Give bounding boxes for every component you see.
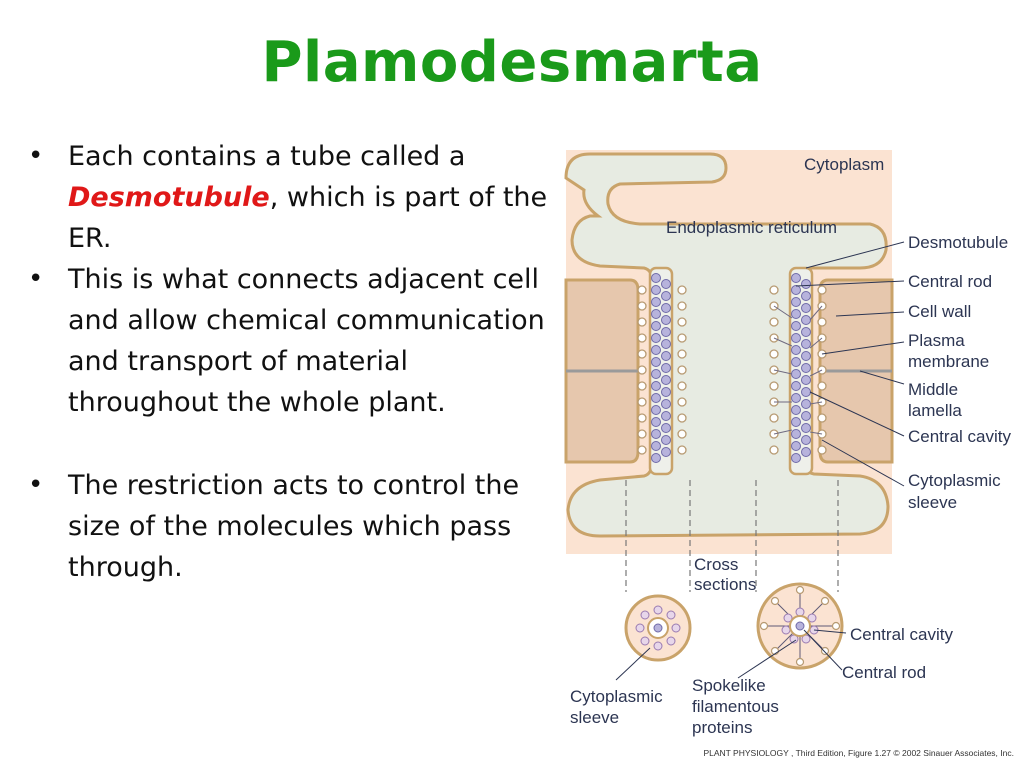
- cross-sections-label-2: sections: [694, 575, 756, 594]
- cross-sections-label-1: Cross: [694, 555, 738, 574]
- bullet-item-desmotubule: Each contains a tube called a Desmotubul…: [28, 136, 548, 259]
- central-cavity-label: Central cavity: [908, 427, 1011, 446]
- label-pointer-lines: [795, 241, 905, 487]
- cross-section-wide: [756, 582, 844, 670]
- spoke-filaments: [773, 305, 823, 435]
- projection-dashes: [625, 480, 839, 592]
- spokelike-label-2: filamentous: [692, 697, 779, 716]
- particles-right: [791, 273, 811, 463]
- particle-columns: [651, 273, 811, 463]
- central-rod-label: Central rod: [908, 272, 992, 291]
- bullet-item-restriction: The restriction acts to control the size…: [28, 465, 548, 588]
- bullet-text: , which is part of the ER.: [68, 182, 548, 254]
- cross-sleeve-label-1: Cytoplasmic: [570, 687, 663, 706]
- plasma-membrane-label-1: Plasma: [908, 331, 965, 350]
- plasma-membrane-beads: [637, 285, 827, 455]
- desmotubule-label: Desmotubule: [908, 233, 1008, 252]
- figure-credit: PLANT PHYSIOLOGY , Third Edition, Figure…: [703, 748, 1014, 758]
- bullet-text: The restriction acts to control the size…: [68, 470, 520, 583]
- plasma-membrane-label-2: membrane: [908, 352, 989, 371]
- particles-left: [651, 273, 671, 463]
- cytoplasmic-sleeve-label-1: Cytoplasmic: [908, 471, 1001, 490]
- bullet-text: Each contains a tube called a: [68, 141, 466, 172]
- cell-wall-label: Cell wall: [908, 302, 971, 321]
- cross-sleeve-label-2: sleeve: [570, 708, 619, 727]
- bullet-list: Each contains a tube called a Desmotubul…: [28, 136, 548, 588]
- cross-central-cavity-label: Central cavity: [850, 625, 953, 644]
- endoplasmic-reticulum: [564, 152, 890, 538]
- middle-lamella-label-1: Middle: [908, 380, 958, 399]
- plasmodesmata-diagram: Cytoplasm Endoplasmic reticulum Desmotub…: [564, 150, 1014, 758]
- slide-title: Plamodesmarta: [261, 30, 763, 95]
- cross-section-pointers: [615, 629, 847, 681]
- cross-section-narrow: [624, 594, 692, 662]
- cytoplasm-label: Cytoplasm: [804, 155, 884, 174]
- bullet-item-connects: This is what connects adjacent cell and …: [28, 259, 548, 423]
- spokelike-label-3: proteins: [692, 718, 752, 737]
- middle-lamella-label-2: lamella: [908, 401, 962, 420]
- bullet-text: This is what connects adjacent cell and …: [68, 264, 545, 418]
- cross-central-rod-label: Central rod: [842, 663, 926, 682]
- cytoplasmic-sleeve-label-2: sleeve: [908, 493, 957, 512]
- spokelike-label-1: Spokelike: [692, 676, 766, 695]
- er-label: Endoplasmic reticulum: [666, 218, 837, 237]
- desmotubule-term: Desmotubule: [68, 182, 270, 213]
